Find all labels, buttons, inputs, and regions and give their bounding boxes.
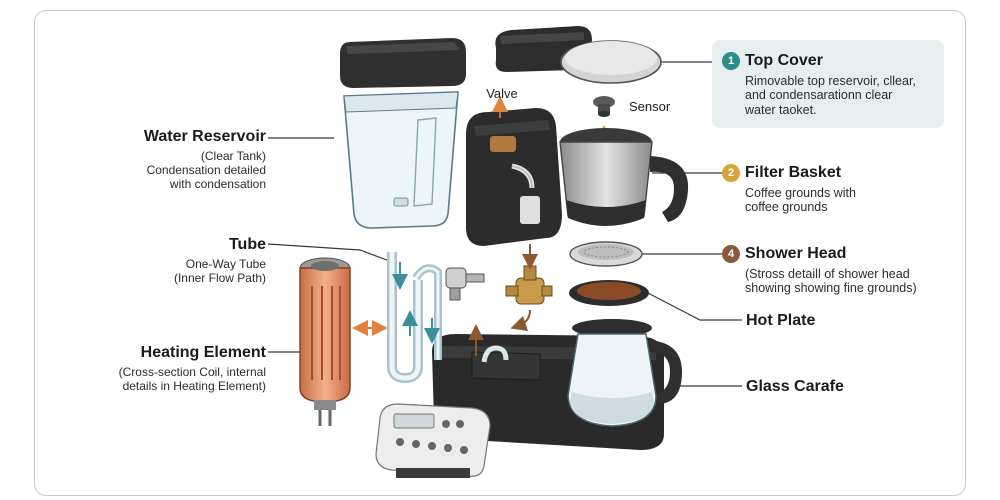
water-reservoir-desc: (Clear Tank) Condensation detailed with … — [146, 149, 266, 191]
sensor-part — [593, 96, 615, 117]
glass-carafe-title: Glass Carafe — [746, 378, 844, 395]
tube-title: Tube — [228, 236, 266, 253]
valve-flow-curve — [510, 309, 531, 332]
water-reservoir — [343, 91, 459, 229]
badge-2: 2 — [722, 164, 740, 182]
heating-element-desc: (Cross-section Coil, internal details in… — [118, 365, 266, 393]
top-cover-callout — [712, 40, 944, 128]
base-tube — [481, 345, 509, 363]
check-valve — [445, 267, 485, 301]
filter-basket-desc: Coffee grounds with coffee grounds — [745, 186, 856, 215]
reservoir-lid — [340, 38, 466, 88]
heating-element — [299, 257, 351, 426]
brass-valve — [505, 265, 553, 305]
top-cover-disc — [560, 40, 662, 84]
badge-1: 1 — [722, 52, 740, 70]
glass-carafe — [567, 319, 682, 427]
water-reservoir-title: Water Reservoir — [143, 128, 266, 145]
sensor-label: Sensor — [629, 99, 671, 114]
shower-head-desc: (Stross detaill of shower head showing s… — [745, 267, 917, 296]
shower-head — [569, 241, 643, 267]
tube-desc: One-Way Tube (Inner Flow Path) — [173, 257, 266, 285]
leader-hot-plate — [645, 291, 742, 321]
leader-tube — [267, 243, 393, 263]
control-panel — [375, 403, 491, 478]
top-cover-desc: Rimovable top reservoir, cllear, and con… — [745, 74, 916, 117]
hot-plate-title: Hot Plate — [746, 312, 816, 329]
hot-plate — [569, 280, 649, 306]
back-housing — [466, 108, 562, 246]
filter-basket — [559, 128, 689, 226]
badge-4: 4 — [722, 245, 740, 263]
one-way-tube — [387, 252, 442, 384]
leader-lines — [267, 61, 742, 387]
valve-label: Valve — [486, 86, 518, 101]
heating-element-title: Heating Element — [140, 344, 266, 361]
